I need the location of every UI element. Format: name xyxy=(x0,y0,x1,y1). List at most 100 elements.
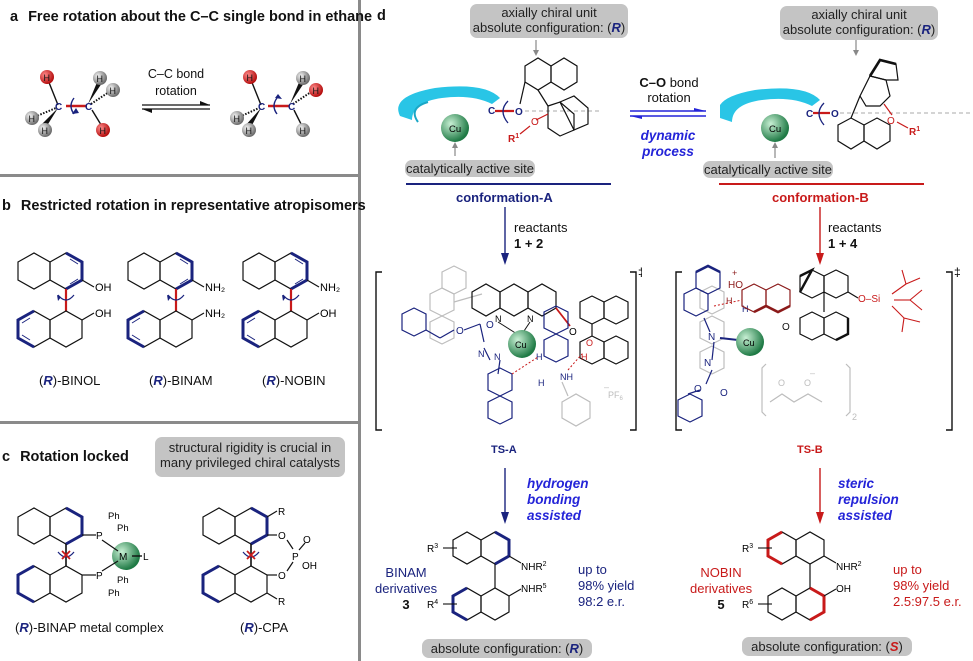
svg-text:O: O xyxy=(804,378,811,388)
svg-text:R: R xyxy=(278,507,285,518)
svg-text:H: H xyxy=(234,114,241,124)
steric-repulsion-label: steric repulsion assisted xyxy=(838,476,899,523)
svg-text:PF6: PF6 xyxy=(608,390,624,402)
svg-text:P: P xyxy=(292,552,299,563)
axial-chiral-box-b: axially chiral unit absolute configurati… xyxy=(780,6,938,40)
svg-text:R3: R3 xyxy=(742,543,753,555)
panel-letter-d: d xyxy=(377,8,386,24)
svg-text:R4: R4 xyxy=(427,599,438,611)
equilibrium-arrows xyxy=(142,101,210,113)
svg-text:O: O xyxy=(278,531,286,542)
svg-text:O: O xyxy=(586,338,593,348)
svg-text:Ph: Ph xyxy=(108,511,120,522)
svg-text:NH₂: NH₂ xyxy=(205,282,225,294)
nobin-yield-info: up to 98% yield 2.5:97.5 e.r. xyxy=(893,562,962,609)
svg-text:O: O xyxy=(831,109,839,120)
svg-text:OH: OH xyxy=(95,282,112,294)
divider-b-c xyxy=(0,421,358,424)
active-site-box-a: catalytically active site xyxy=(405,160,535,177)
conformation-b-label: conformation-B xyxy=(772,190,869,205)
svg-text:N: N xyxy=(495,314,502,324)
svg-text:OH: OH xyxy=(836,584,851,595)
panel-letter-b: b xyxy=(2,198,11,214)
reactants-b-label: reactants 1 + 4 xyxy=(828,220,882,251)
nobin-derivatives-label: NOBIN derivatives 5 xyxy=(690,565,753,612)
svg-text:C: C xyxy=(806,109,813,120)
svg-text:H: H xyxy=(29,114,36,124)
ethane-left: C C H H H H H H xyxy=(25,70,120,137)
hydrogen-bonding-label: hydrogen bonding assisted xyxy=(527,476,589,523)
svg-text:Cu: Cu xyxy=(769,124,781,135)
cpa-structure: R R O O P O OH xyxy=(201,506,317,608)
product-a-config-box: absolute configuration: (R) xyxy=(422,639,592,658)
svg-text:Ph: Ph xyxy=(108,588,120,599)
panel-letter-a: a xyxy=(10,9,19,25)
panel-b-heading: Restricted rotation in representative at… xyxy=(20,198,366,214)
svg-text:Cu: Cu xyxy=(449,124,461,135)
svg-text:H: H xyxy=(97,74,104,84)
svg-text:C: C xyxy=(55,102,62,113)
co-rotation-arrows xyxy=(630,108,706,119)
arrow-to-product-b xyxy=(816,468,824,524)
svg-text:O: O xyxy=(515,107,523,118)
svg-text:H: H xyxy=(100,126,107,136)
ts-a-label: TS-A xyxy=(491,444,517,456)
svg-text:NH: NH xyxy=(560,372,573,382)
svg-text:O: O xyxy=(778,378,785,388)
reactants-a-label: reactants 1 + 2 xyxy=(514,220,568,251)
vertical-divider xyxy=(358,0,361,661)
svg-text:NHR2: NHR2 xyxy=(836,561,862,573)
binol-label: (R)-BINOL xyxy=(39,373,101,388)
svg-text:O–Si: O–Si xyxy=(858,294,880,305)
svg-text:R6: R6 xyxy=(742,599,753,611)
svg-text:R: R xyxy=(278,597,285,608)
divider-a-b xyxy=(0,174,358,177)
svg-text:C: C xyxy=(85,102,92,113)
binol-structure: OH OH xyxy=(16,251,112,349)
svg-text:H: H xyxy=(538,378,545,388)
svg-text:O: O xyxy=(303,535,311,546)
svg-text:HO: HO xyxy=(728,280,743,291)
svg-text:C: C xyxy=(488,106,495,117)
svg-text:NHR5: NHR5 xyxy=(521,583,547,595)
arrow-label-line1: C–C bond xyxy=(148,67,204,81)
svg-text:L: L xyxy=(143,552,149,563)
conformation-a-label: conformation-A xyxy=(456,190,553,205)
transition-state-b: ‡ N N O O H Cu HO + H O xyxy=(675,264,961,431)
svg-text:H: H xyxy=(44,73,51,83)
svg-text:O: O xyxy=(278,571,286,582)
product-b-config-box: absolute configuration: (S) xyxy=(742,637,912,656)
binap-label: (R)-BINAP metal complex xyxy=(15,620,164,635)
panel-letter-c: c xyxy=(2,449,11,465)
conformation-b-scheme: Cu C O O R1 xyxy=(720,40,970,158)
svg-text:R1: R1 xyxy=(508,133,519,145)
svg-text:P: P xyxy=(96,571,103,582)
panel-b-title: b Restricted rotation in representative a… xyxy=(2,198,366,214)
svg-text:H: H xyxy=(247,73,254,83)
svg-text:N: N xyxy=(494,352,501,362)
svg-text:OH: OH xyxy=(302,561,317,572)
binam-structure: NH₂ NH₂ xyxy=(126,251,225,349)
svg-text:O: O xyxy=(720,388,728,399)
cpa-label: (R)-CPA xyxy=(240,620,289,635)
svg-text:‡: ‡ xyxy=(954,265,961,279)
arrow-to-ts-a xyxy=(501,207,509,265)
svg-text:N: N xyxy=(527,314,534,324)
rigidity-note: structural rigidity is crucial in many p… xyxy=(155,437,345,477)
svg-text:H: H xyxy=(726,296,733,306)
svg-text:H: H xyxy=(742,304,749,314)
active-site-box-b: catalytically active site xyxy=(703,161,833,178)
svg-text:H: H xyxy=(581,352,588,362)
transition-state-a: ‡ N N Cu O O O N N xyxy=(375,265,642,431)
svg-text:–: – xyxy=(810,368,815,378)
svg-text:NH₂: NH₂ xyxy=(205,308,225,320)
arrow-to-product-a xyxy=(501,468,509,524)
svg-text:NHR2: NHR2 xyxy=(521,561,547,573)
svg-text:N: N xyxy=(708,332,715,343)
svg-text:H: H xyxy=(300,74,307,84)
svg-text:H: H xyxy=(246,126,253,136)
atropisomer-structures: OH OH NH₂ NH₂ NH₂ OH xyxy=(16,251,340,349)
svg-text:Cu: Cu xyxy=(743,338,755,348)
